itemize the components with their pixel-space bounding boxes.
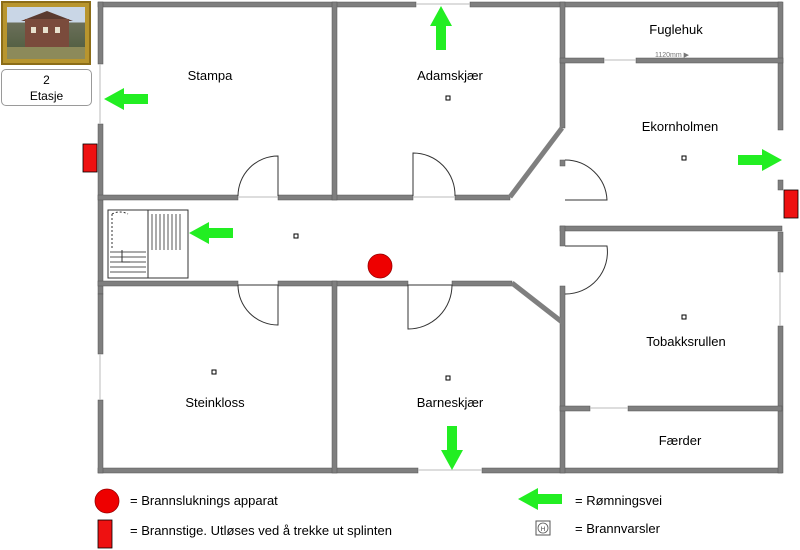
floor-number: 2 — [43, 73, 50, 87]
room-label-faerder: Færder — [659, 433, 702, 448]
diagonal-walls — [508, 126, 564, 324]
escape-arrow-icon — [104, 88, 148, 110]
legend-smoke-detector-icon: H — [535, 520, 551, 536]
legend-fire-ladder-icon — [97, 519, 113, 549]
room-label-stampa: Stampa — [188, 68, 234, 83]
room-label-steinkloss: Steinkloss — [185, 395, 245, 410]
escape-arrow-icon — [189, 222, 233, 244]
fire-ladder-icon — [82, 143, 98, 173]
room-label-fuglehuk: Fuglehuk — [649, 22, 703, 37]
legend-smoke-detector-text: = Brannvarsler — [575, 521, 661, 536]
legend-escape-arrow-icon — [518, 488, 562, 510]
door-swings — [237, 152, 608, 330]
floor-indicator: 2 Etasje — [1, 69, 92, 106]
escape-arrow-icon — [441, 426, 463, 470]
smoke-detector-icon — [681, 155, 687, 161]
legend: = Brannsluknings apparat = Brannstige. U… — [94, 488, 662, 549]
outer-walls — [97, 1, 784, 474]
room-label-adamskjaer: Adamskjær — [417, 68, 483, 83]
legend-fire-ladder-text: = Brannstige. Utløses ved å trekke ut sp… — [130, 523, 392, 538]
room-label-barneskjaer: Barneskjær — [417, 395, 484, 410]
smoke-detector-icon — [293, 233, 299, 239]
legend-extinguisher-icon — [94, 488, 120, 514]
fire-ladder-icon — [783, 189, 799, 219]
escape-arrow-icon — [738, 149, 782, 171]
smoke-detector-icon — [445, 95, 451, 101]
smoke-detectors — [211, 95, 687, 381]
interior-walls — [97, 1, 784, 474]
smoke-detector-icon — [681, 314, 687, 320]
dimension-marking: 1120mm ▶ — [655, 52, 690, 59]
escape-arrow-icon — [430, 6, 452, 50]
smoke-detector-icon — [211, 369, 217, 375]
legend-extinguisher-text: = Brannsluknings apparat — [130, 493, 278, 508]
legend-escape-route-text: = Rømningsvei — [575, 493, 662, 508]
building-photo — [1, 1, 91, 65]
floor-label: Etasje — [29, 89, 64, 103]
legend-smoke-detector-symbol: H — [541, 527, 545, 533]
room-label-tobakksrullen: Tobakksrullen — [646, 334, 726, 349]
room-label-ekornholmen: Ekornholmen — [642, 119, 719, 134]
staircase-icon — [107, 209, 189, 279]
fire-extinguisher-icon — [367, 253, 393, 279]
window-markers — [99, 3, 781, 471]
smoke-detector-icon — [445, 375, 451, 381]
